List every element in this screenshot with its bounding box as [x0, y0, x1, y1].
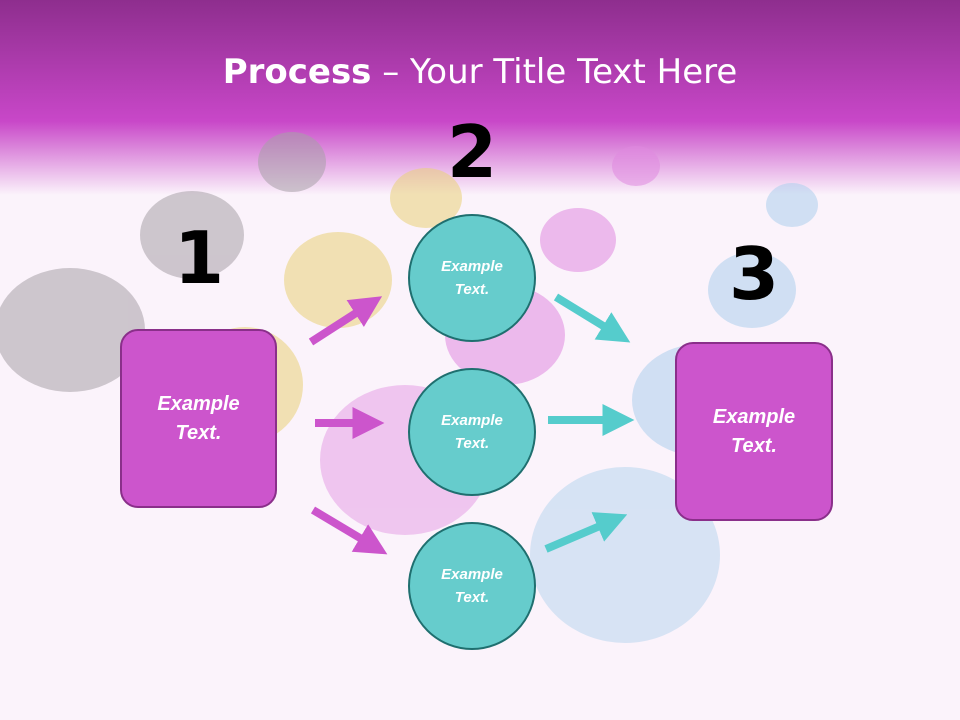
- step-2-circle-middle[interactable]: Example Text.: [408, 368, 536, 496]
- step-2-circle-top[interactable]: Example Text.: [408, 214, 536, 342]
- step-1-box[interactable]: Example Text.: [120, 329, 277, 508]
- arrow-1-to-2-top: [308, 296, 383, 346]
- step-number-2: 2: [446, 110, 498, 194]
- step-3-box[interactable]: Example Text.: [675, 342, 833, 521]
- step-2-circle-bottom[interactable]: Example Text.: [408, 522, 536, 650]
- arrow-1-to-2-bottom: [310, 506, 388, 555]
- step-2-circle-middle-label: Example Text.: [441, 412, 503, 452]
- step-2-circle-top-label: Example Text.: [441, 258, 503, 298]
- step-number-1: 1: [173, 216, 225, 300]
- slide-title: Process – Your Title Text Here: [0, 52, 960, 92]
- title-bold: Process: [222, 52, 372, 92]
- step-3-label: Example Text.: [712, 405, 796, 457]
- arrow-2-to-3-top: [553, 293, 631, 343]
- arrow-2-to-3-bottom: [544, 512, 628, 553]
- title-rest: – Your Title Text Here: [371, 52, 738, 92]
- step-number-3: 3: [728, 232, 780, 316]
- step-2-circle-bottom-label: Example Text.: [441, 566, 503, 606]
- step-1-label: Example Text.: [157, 392, 240, 444]
